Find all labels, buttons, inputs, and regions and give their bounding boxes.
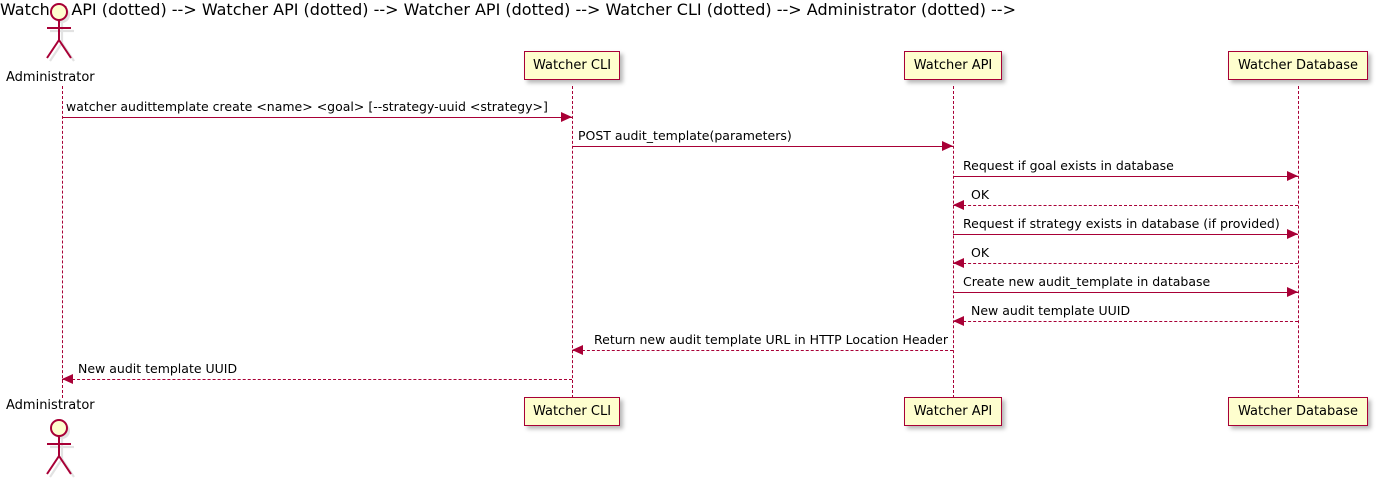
message-label-3: Request if goal exists in database bbox=[963, 158, 1174, 173]
lifeline-administrator bbox=[62, 86, 63, 398]
message-label-7: Create new audit_template in database bbox=[963, 274, 1211, 289]
participant-label: Watcher API bbox=[913, 58, 993, 73]
message-line-2 bbox=[572, 146, 953, 147]
participant-label: Watcher Database bbox=[1238, 58, 1358, 73]
message-label-5: Request if strategy exists in database (… bbox=[963, 216, 1280, 231]
message-label-2: POST audit_template(parameters) bbox=[578, 128, 792, 143]
participant-label: Watcher API bbox=[913, 404, 993, 419]
message-line-9 bbox=[572, 350, 953, 351]
message-line-7 bbox=[953, 292, 1298, 293]
arrow-head-left-8 bbox=[953, 316, 964, 326]
actor-administrator-bottom bbox=[46, 419, 75, 478]
message-line-3 bbox=[953, 176, 1298, 177]
participant-watcher-cli-bottom[interactable]: Watcher CLI bbox=[524, 397, 620, 426]
message-label-6: OK bbox=[971, 245, 990, 260]
arrow-head-right-3 bbox=[1287, 171, 1298, 181]
message-label-4: OK bbox=[971, 187, 990, 202]
arrow-head-right-2 bbox=[942, 141, 953, 151]
arrow-head-left-4 bbox=[953, 200, 964, 210]
arrow-head-left-10 bbox=[62, 374, 73, 384]
message-label-1: watcher audittemplate create <name> <goa… bbox=[66, 99, 548, 114]
message-line-4 bbox=[953, 205, 1298, 206]
participant-watcher-api-bottom[interactable]: Watcher API bbox=[904, 397, 1002, 426]
participant-watcher-cli-top[interactable]: Watcher CLI bbox=[524, 51, 620, 80]
message-label-8: New audit template UUID bbox=[971, 303, 1131, 318]
arrow-head-right-1 bbox=[561, 112, 572, 122]
message-line-8 bbox=[953, 321, 1298, 322]
message-label-10: New audit template UUID bbox=[78, 361, 238, 376]
lifeline-watcher-api bbox=[953, 86, 954, 398]
actor-label-administrator-top: Administrator bbox=[6, 70, 95, 85]
message-label-9: Return new audit template URL in HTTP Lo… bbox=[594, 332, 948, 347]
participant-watcher-database-bottom[interactable]: Watcher Database bbox=[1228, 397, 1368, 426]
actor-administrator-top bbox=[46, 3, 75, 62]
message-line-6 bbox=[953, 263, 1298, 264]
arrow-head-left-9 bbox=[572, 345, 583, 355]
message-line-10 bbox=[62, 379, 572, 380]
participant-label: Watcher CLI bbox=[532, 404, 612, 419]
message-line-5 bbox=[953, 234, 1298, 235]
participant-label: Watcher CLI bbox=[532, 58, 612, 73]
participant-watcher-database-top[interactable]: Watcher Database bbox=[1228, 51, 1368, 80]
arrow-head-right-7 bbox=[1287, 287, 1298, 297]
participant-label: Watcher Database bbox=[1238, 404, 1358, 419]
actor-label-administrator-bottom: Administrator bbox=[6, 398, 95, 413]
lifeline-watcher-database bbox=[1298, 86, 1299, 398]
message-line-1 bbox=[62, 117, 572, 118]
participant-watcher-api-top[interactable]: Watcher API bbox=[904, 51, 1002, 80]
lifeline-watcher-cli bbox=[572, 86, 573, 398]
arrow-head-right-5 bbox=[1287, 229, 1298, 239]
arrow-head-left-6 bbox=[953, 258, 964, 268]
